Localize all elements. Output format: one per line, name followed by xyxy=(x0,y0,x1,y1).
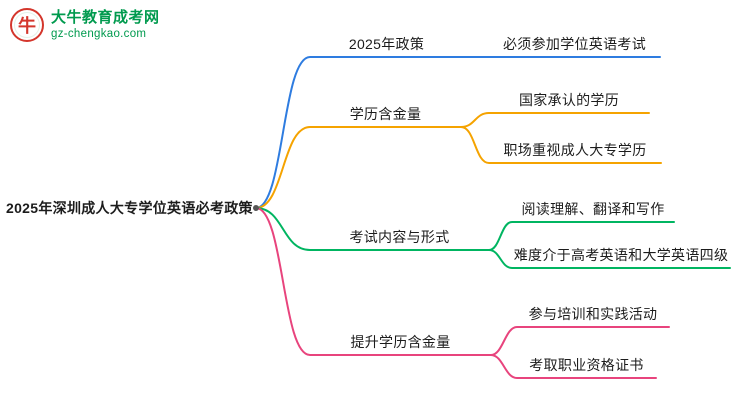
site-name: 大牛教育成考网 xyxy=(51,9,160,26)
branch3-connector-line xyxy=(255,207,490,251)
branch4-connector-line xyxy=(255,207,492,356)
branch3-leaf1-label: 阅读理解、翻译和写作 xyxy=(521,201,665,217)
site-logo[interactable]: 牛 大牛教育成考网 gz-chengkao.com xyxy=(10,8,160,42)
branch4-label: 提升学历含金量 xyxy=(350,334,451,350)
root-node-label: 2025年深圳成人大专学位英语必考政策 xyxy=(6,200,253,216)
branch3-label: 考试内容与形式 xyxy=(349,229,450,245)
branch2-label: 学历含金量 xyxy=(349,106,422,122)
branch1-connector-line xyxy=(255,56,464,209)
branch2-leaf1-connector-line xyxy=(460,112,650,128)
site-logo-text: 大牛教育成考网 gz-chengkao.com xyxy=(51,8,160,41)
branch3-leaf2-connector-line xyxy=(488,249,731,269)
branch4-leaf2-label: 考取职业资格证书 xyxy=(529,357,644,373)
branch2-connector-line xyxy=(255,126,462,209)
bull-logo-glyph: 牛 xyxy=(18,16,36,36)
bull-logo-icon: 牛 xyxy=(10,8,44,42)
branch3-leaf1-connector-line xyxy=(488,221,675,251)
branch2-leaf2-label: 职场重视成人大专学历 xyxy=(503,142,647,158)
branch4-leaf1-label: 参与培训和实践活动 xyxy=(528,306,658,322)
branch1-leaf1-label: 必须参加学位英语考试 xyxy=(503,36,646,52)
branch2-leaf2-connector-line xyxy=(460,126,662,164)
site-url: gz-chengkao.com xyxy=(51,28,147,40)
branch2-leaf1-label: 国家承认的学历 xyxy=(518,92,620,108)
branch1-label: 2025年政策 xyxy=(348,36,425,52)
branch4-leaf1-connector-line xyxy=(490,326,670,356)
branch4-leaf2-connector-line xyxy=(490,354,657,379)
branch3-leaf2-label: 难度介于高考英语和大学英语四级 xyxy=(513,247,729,263)
root-anchor-dot xyxy=(253,205,259,211)
